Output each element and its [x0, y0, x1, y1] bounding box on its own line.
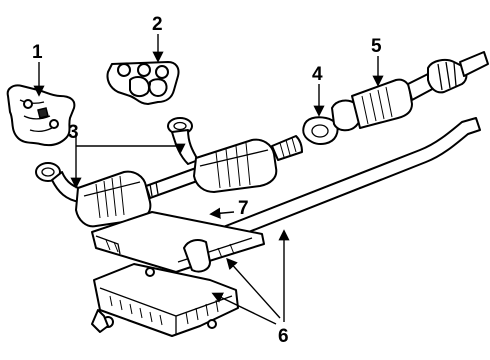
part-1-heat-shield — [6, 84, 76, 147]
callout-1: 1 — [32, 42, 43, 63]
part-3-catalytic-converters — [35, 117, 303, 228]
callout-2: 2 — [152, 14, 163, 35]
callout-leaders — [33, 34, 384, 325]
leader-6b — [226, 257, 281, 319]
callout-6: 6 — [278, 326, 289, 347]
callout-4: 4 — [312, 64, 323, 85]
tail-pipe — [189, 117, 481, 253]
callout-3: 3 — [68, 122, 79, 143]
callout-7: 7 — [238, 198, 249, 219]
leader-6c — [211, 292, 277, 325]
leader-7 — [209, 207, 235, 219]
part-5-resonator-pipe — [331, 51, 489, 132]
part-4-flange-gasket — [302, 116, 339, 145]
callout-5: 5 — [371, 36, 382, 57]
part-6-lower-heat-shield — [91, 239, 239, 337]
part-2-manifold-gasket — [106, 61, 180, 105]
